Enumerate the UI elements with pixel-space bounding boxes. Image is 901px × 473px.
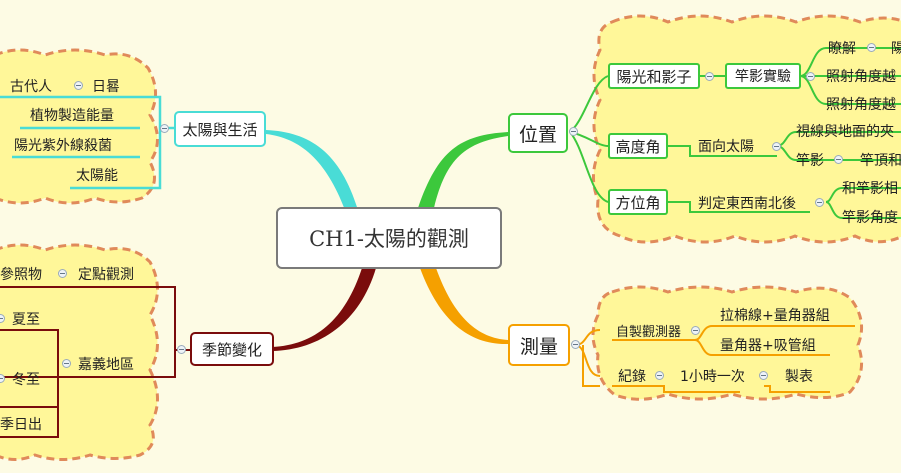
subtopic-ancient-people[interactable]: 古代人 bbox=[10, 79, 52, 95]
leaf-sundial[interactable]: 日晷 bbox=[92, 79, 120, 95]
topic-seasons[interactable]: 季節變化 bbox=[190, 332, 274, 366]
branch-curve-seasons bbox=[272, 268, 376, 351]
leaf-understand[interactable]: 瞭解 bbox=[828, 41, 856, 57]
subtopic-self-made-observer[interactable]: 自製觀測器 bbox=[616, 324, 682, 340]
collapse-toggle-directions[interactable] bbox=[815, 198, 824, 207]
leaf-pole-shadow[interactable]: 竿影 bbox=[796, 153, 824, 169]
collapse-toggle-pole-shadow[interactable] bbox=[806, 72, 815, 81]
collapse-toggle-light-shadow[interactable] bbox=[705, 72, 714, 81]
leaf-summer-solstice[interactable]: 夏至 bbox=[12, 312, 40, 328]
branch-curve-position bbox=[418, 132, 508, 208]
leaf-make-table[interactable]: 製表 bbox=[785, 369, 813, 385]
subtopic-altitude[interactable]: 高度角 bbox=[608, 133, 668, 159]
subtopic-pole-shadow-experiment[interactable]: 竿影實驗 bbox=[725, 63, 801, 89]
collapse-toggle-pole-shadow-2[interactable] bbox=[834, 155, 843, 164]
leaf-plants-energy[interactable]: 植物製造能量 bbox=[30, 108, 114, 124]
collapse-toggle-face-sun[interactable] bbox=[772, 142, 781, 151]
subtopic-light-shadow[interactable]: 陽光和影子 bbox=[608, 63, 700, 89]
leaf-solar-energy[interactable]: 太陽能 bbox=[76, 168, 118, 184]
collapse-toggle-self-made[interactable] bbox=[691, 326, 700, 335]
leaf-pole-shadow-related[interactable]: 和竿影相 bbox=[842, 181, 898, 197]
collapse-toggle-reference[interactable] bbox=[58, 269, 67, 278]
collapse-toggle-position[interactable] bbox=[569, 127, 578, 136]
leaf-pole-shadow-angle[interactable]: 竿影角度 bbox=[842, 210, 898, 226]
subtopic-face-sun[interactable]: 面向太陽 bbox=[698, 139, 754, 155]
subtopic-fixed-point-observation[interactable]: 定點觀測 bbox=[78, 267, 134, 283]
cloud-seasons bbox=[0, 243, 159, 461]
root-topic[interactable]: CH1-太陽的觀測 bbox=[276, 207, 502, 269]
leaf-pole-top[interactable]: 竿頂和 bbox=[860, 153, 901, 169]
collapse-toggle-seasons[interactable] bbox=[177, 345, 186, 354]
subtopic-chiayi-area[interactable]: 嘉義地區 bbox=[78, 357, 134, 373]
subtopic-record[interactable]: 紀錄 bbox=[618, 369, 646, 385]
branch-curve-measure bbox=[420, 268, 508, 345]
cloud-sun-life bbox=[0, 48, 159, 205]
subtopic-azimuth[interactable]: 方位角 bbox=[608, 189, 668, 215]
topic-position[interactable]: 位置 bbox=[508, 113, 568, 153]
leaf-protractor-straw[interactable]: 量角器+吸管組 bbox=[720, 338, 816, 354]
topic-measure[interactable]: 測量 bbox=[508, 324, 570, 366]
leaf-uv-sterilization[interactable]: 陽光紫外線殺菌 bbox=[14, 138, 112, 154]
collapse-toggle-record[interactable] bbox=[655, 371, 664, 380]
leaf-angle-2[interactable]: 照射角度越 bbox=[826, 97, 896, 113]
leaf-seasonal-sunrise[interactable]: 季日出 bbox=[0, 417, 42, 433]
branch-curve-sun-life bbox=[266, 130, 358, 210]
collapse-toggle-chiayi[interactable] bbox=[62, 359, 71, 368]
collapse-toggle-sun-life[interactable] bbox=[160, 124, 169, 133]
collapse-toggle-ancient[interactable] bbox=[74, 81, 83, 90]
leaf-sight-angle[interactable]: 視線與地面的夾 bbox=[796, 124, 894, 140]
leaf-cotton-protractor[interactable]: 拉棉線+量角器組 bbox=[720, 308, 830, 324]
leaf-hourly[interactable]: 1小時一次 bbox=[680, 369, 745, 385]
collapse-toggle-winter[interactable] bbox=[0, 374, 5, 383]
collapse-toggle-summer[interactable] bbox=[0, 314, 5, 323]
topic-sun-life[interactable]: 太陽與生活 bbox=[174, 111, 266, 147]
leaf-angle-1[interactable]: 照射角度越 bbox=[826, 69, 896, 85]
collapse-toggle-hourly[interactable] bbox=[759, 371, 768, 380]
subtopic-determine-directions[interactable]: 判定東西南北後 bbox=[698, 196, 796, 212]
leaf-reference-object[interactable]: 參照物 bbox=[0, 267, 42, 283]
leaf-sun-partial[interactable]: 陽 bbox=[891, 41, 901, 57]
leaf-winter-solstice[interactable]: 冬至 bbox=[12, 372, 40, 388]
collapse-toggle-understand[interactable] bbox=[867, 43, 876, 52]
collapse-toggle-measure[interactable] bbox=[571, 340, 580, 349]
